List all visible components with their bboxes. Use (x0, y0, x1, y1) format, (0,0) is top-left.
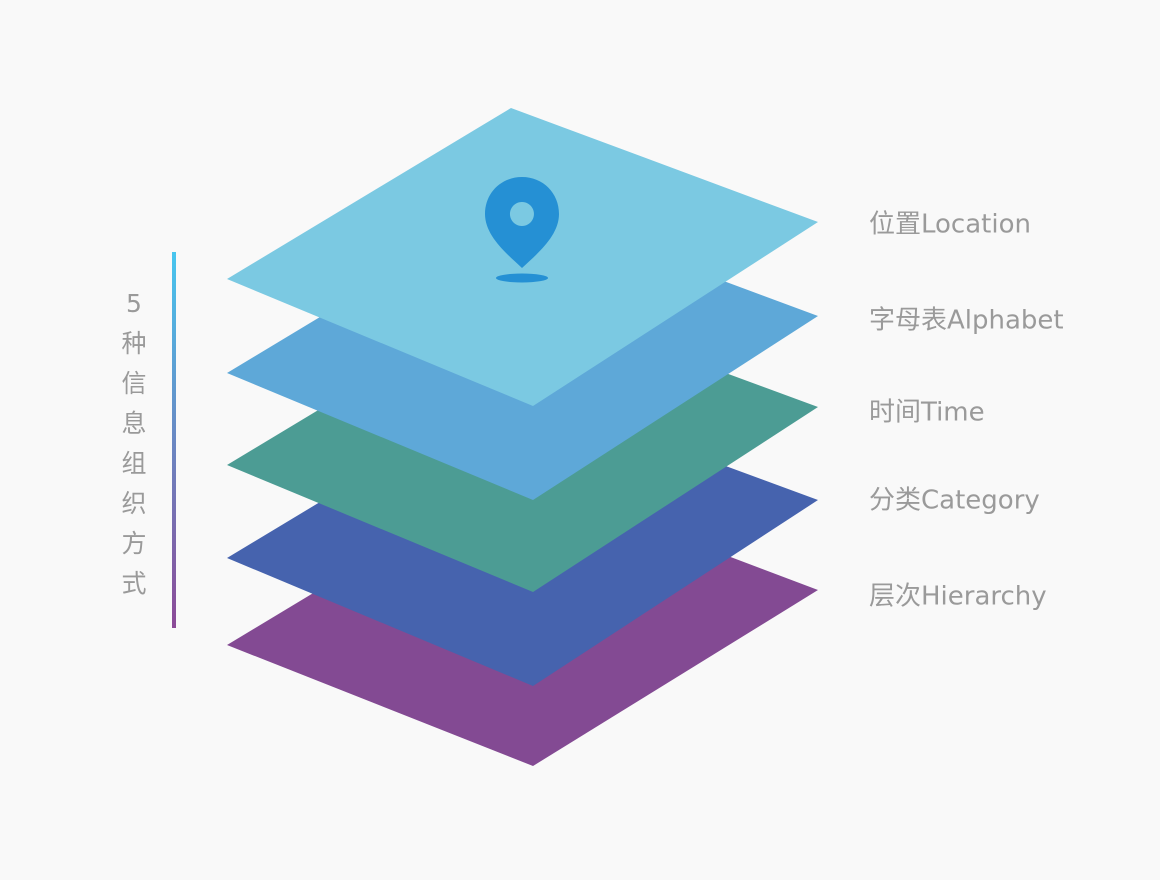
title-char: 组 (121, 449, 147, 478)
title-char: 5 (126, 289, 142, 318)
label-hierarchy: 层次Hierarchy (869, 581, 1047, 612)
gradient-divider (172, 252, 176, 628)
label-time: 时间Time (869, 397, 985, 428)
title-char: 织 (121, 489, 147, 518)
map-pin-icon (485, 177, 559, 283)
title-char: 方 (121, 529, 147, 558)
title-char: 信 (121, 369, 147, 398)
label-location: 位置Location (869, 209, 1031, 240)
vertical-title: 5 种信息组织方式 (118, 284, 150, 604)
title-char: 息 (121, 409, 147, 438)
label-alphabet: 字母表Alphabet (869, 305, 1064, 336)
label-category: 分类Category (869, 485, 1040, 516)
title-char: 式 (121, 569, 147, 598)
title-char: 种 (121, 329, 147, 358)
